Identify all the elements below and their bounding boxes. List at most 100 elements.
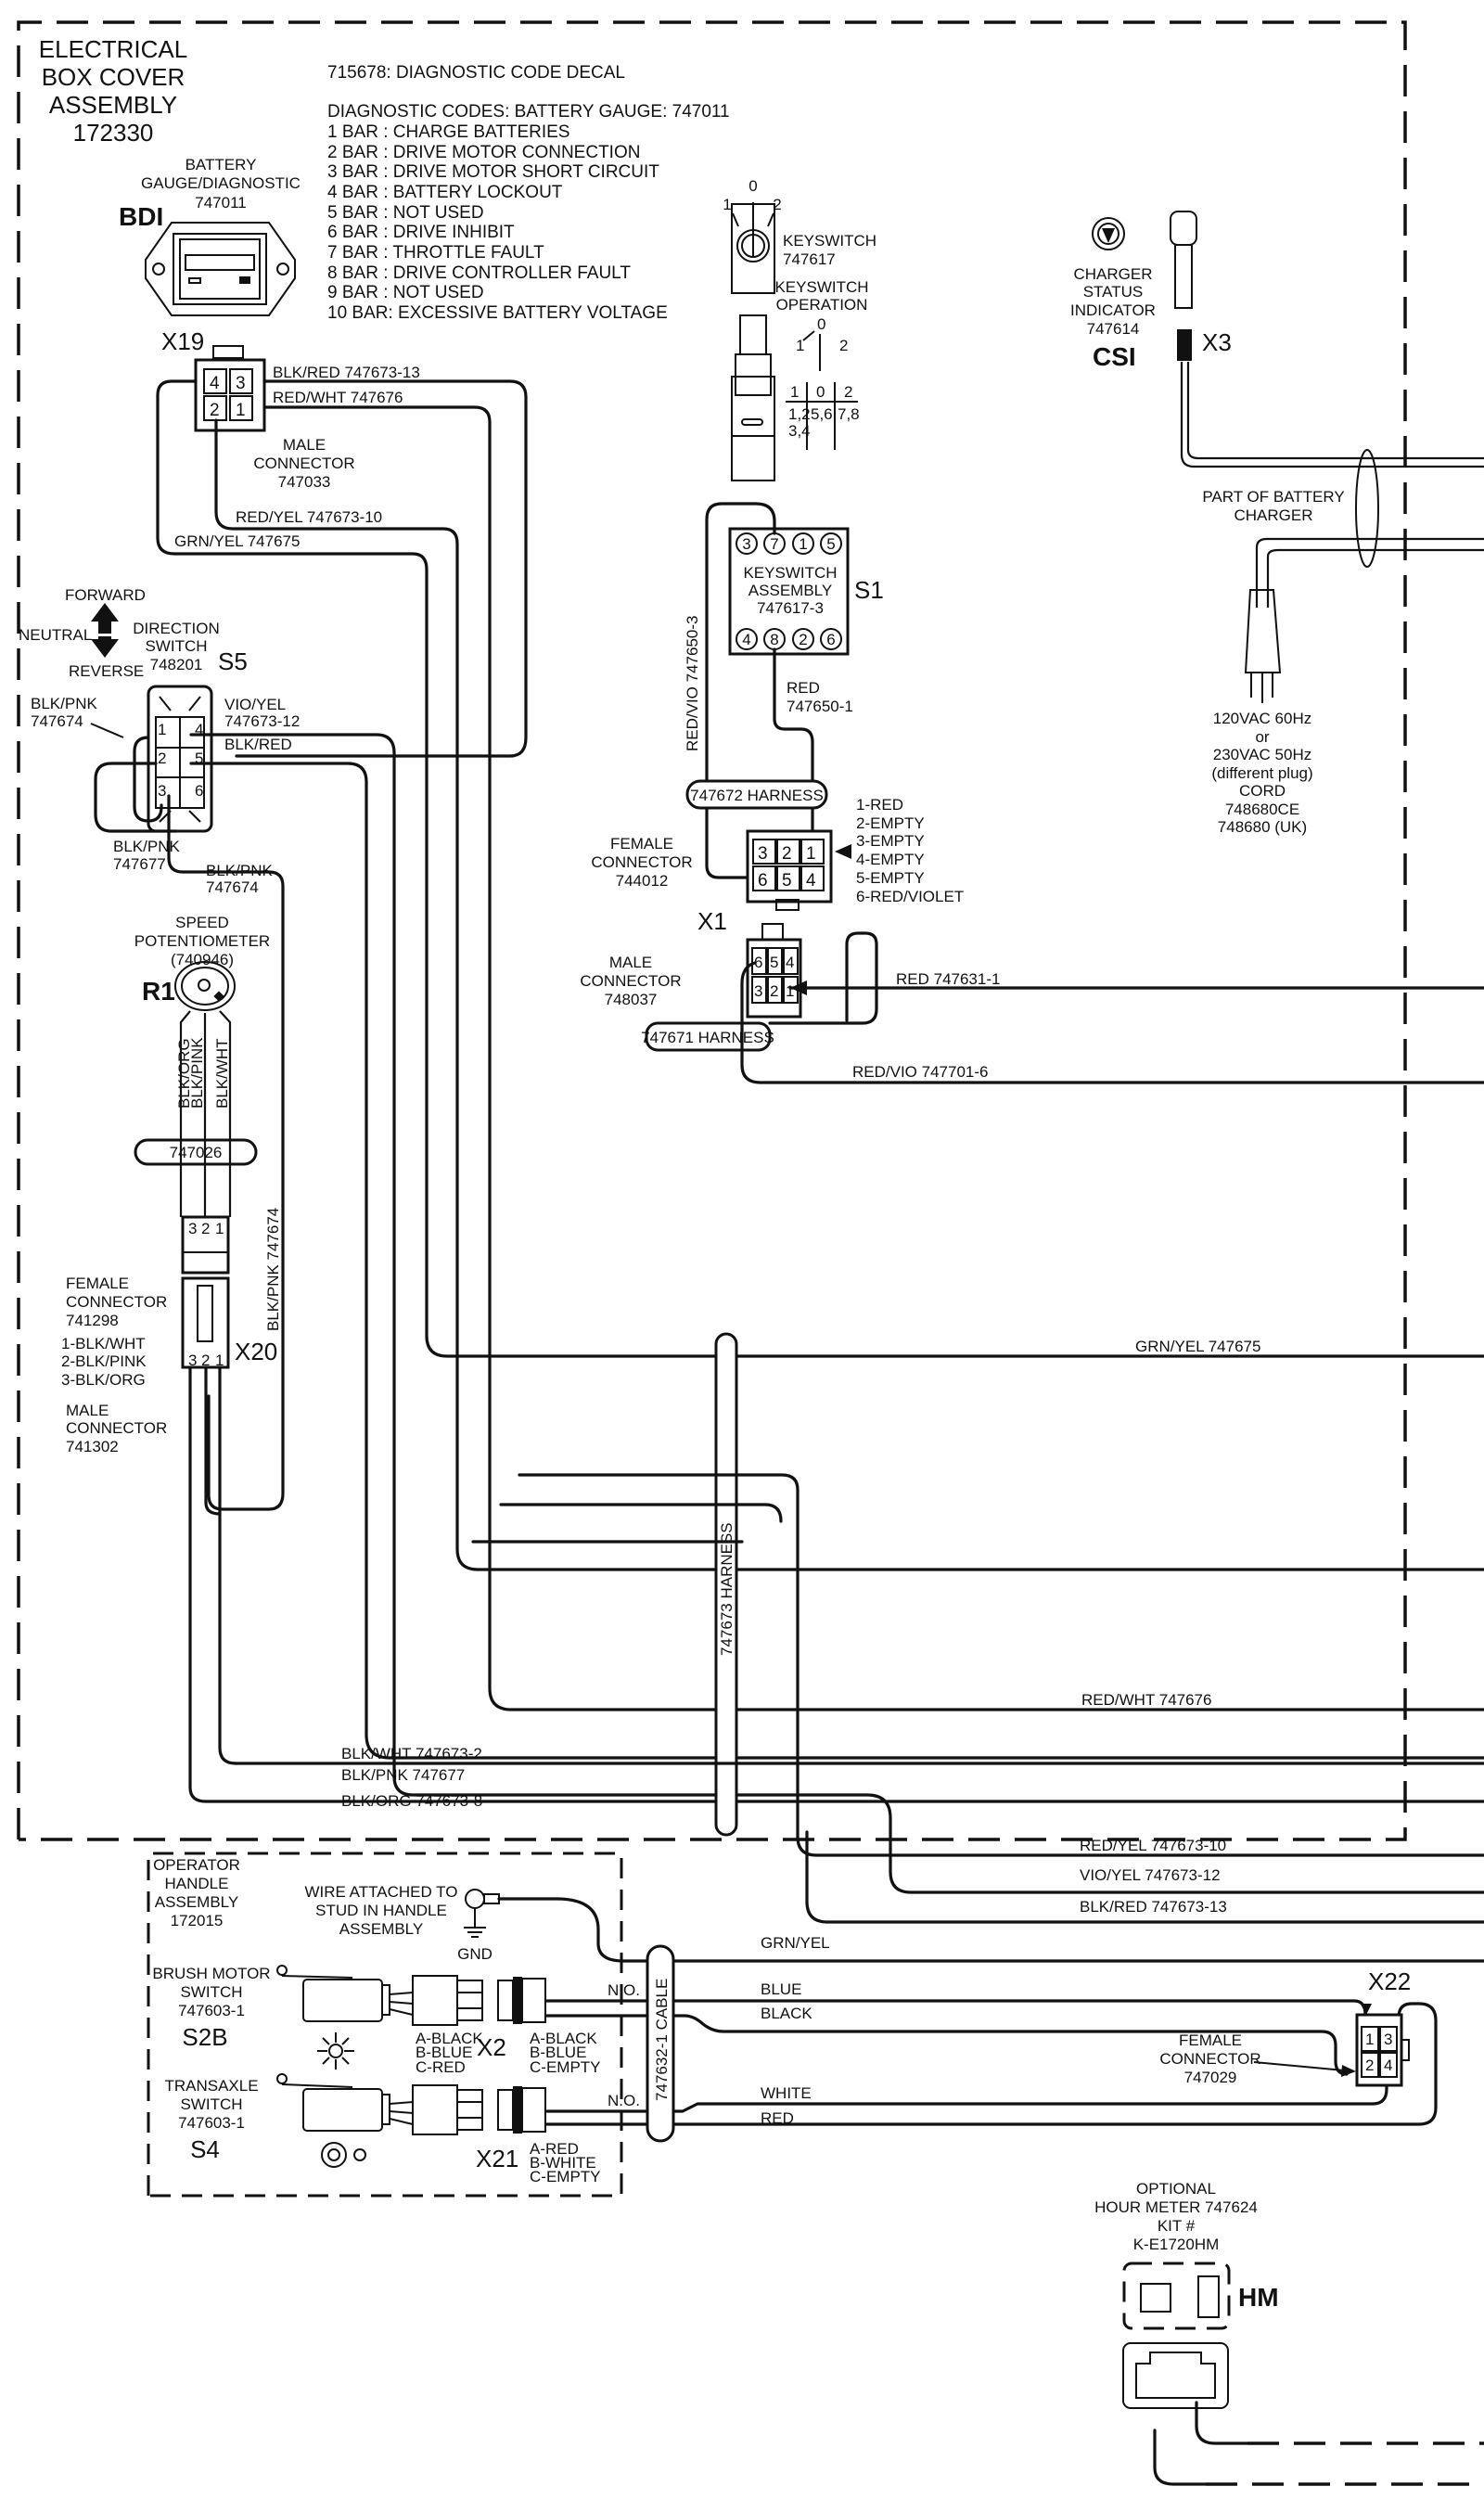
hm-label: HM bbox=[1238, 2283, 1279, 2312]
svg-text:C-EMPTY: C-EMPTY bbox=[530, 2058, 601, 2076]
x1-label: X1 bbox=[697, 907, 727, 935]
svg-text:WIRE ATTACHED TO: WIRE ATTACHED TO bbox=[305, 1883, 458, 1901]
x3-label: X3 bbox=[1202, 328, 1232, 356]
svg-text:HANDLE: HANDLE bbox=[165, 1875, 229, 1892]
pot-sleeve-label: 747026 bbox=[170, 1144, 223, 1161]
svg-text:1: 1 bbox=[215, 1352, 224, 1369]
svg-text:4: 4 bbox=[806, 871, 816, 891]
svg-text:747011: 747011 bbox=[195, 194, 246, 211]
x1-pin-list: 5-EMPTY bbox=[856, 869, 925, 887]
svg-text:3: 3 bbox=[1384, 2031, 1392, 2048]
svg-text:1: 1 bbox=[790, 383, 799, 401]
svg-text:6: 6 bbox=[826, 631, 835, 648]
svg-text:2: 2 bbox=[201, 1352, 210, 1369]
svg-text:4: 4 bbox=[195, 721, 203, 738]
svg-text:741298: 741298 bbox=[66, 1312, 119, 1329]
wire-grn-yel bbox=[156, 379, 1484, 1358]
box-cover-title: ELECTRICAL BOX COVER ASSEMBLY 172330 bbox=[39, 35, 187, 147]
svg-text:2: 2 bbox=[210, 401, 220, 420]
decal-code: 9 BAR : NOT USED bbox=[327, 283, 484, 302]
x2-label: X2 bbox=[477, 2033, 506, 2061]
svg-text:FEMALE: FEMALE bbox=[610, 835, 673, 852]
speed-potentiometer: SPEED POTENTIOMETER (740946) R1 BLK/ORG … bbox=[61, 914, 282, 1455]
gnd-label: GND bbox=[457, 1945, 493, 1963]
wire-label-grn-yel: GRN/YEL 747675 bbox=[174, 532, 300, 550]
harness-747673 bbox=[714, 1332, 738, 1837]
svg-text:748037: 748037 bbox=[605, 991, 658, 1008]
wire-red bbox=[545, 2002, 1438, 2126]
svg-text:ASSEMBLY: ASSEMBLY bbox=[155, 1893, 238, 1911]
svg-text:B-WHITE: B-WHITE bbox=[530, 2154, 596, 2172]
decal-code: 4 BAR : BATTERY LOCKOUT bbox=[327, 183, 563, 202]
svg-text:7,8: 7,8 bbox=[838, 405, 860, 423]
svg-text:MALE: MALE bbox=[66, 1402, 109, 1419]
svg-text:SPEED: SPEED bbox=[175, 914, 229, 931]
svg-text:1-BLK/WHT: 1-BLK/WHT bbox=[61, 1335, 146, 1352]
svg-text:747673-12: 747673-12 bbox=[224, 712, 300, 730]
csi-id: CSI bbox=[1093, 342, 1136, 371]
wire-label-red-yel-10: RED/YEL 747673-10 bbox=[1080, 1837, 1226, 1854]
mount-hole-icon bbox=[152, 263, 165, 276]
forward-arrow-icon bbox=[91, 603, 119, 634]
svg-text:4: 4 bbox=[210, 374, 220, 393]
svg-text:2: 2 bbox=[201, 1220, 210, 1237]
svg-text:SWITCH: SWITCH bbox=[180, 1983, 242, 2001]
svg-text:747617: 747617 bbox=[783, 250, 836, 268]
wire-blk-wht-747673-2 bbox=[218, 1365, 237, 1765]
svg-text:STUD IN HANDLE: STUD IN HANDLE bbox=[315, 1902, 447, 1919]
s4-label: S4 bbox=[190, 2135, 220, 2163]
svg-text:CORD: CORD bbox=[1239, 782, 1286, 800]
svg-text:3-BLK/ORG: 3-BLK/ORG bbox=[61, 1371, 146, 1389]
svg-text:0: 0 bbox=[816, 383, 825, 401]
svg-text:SWITCH: SWITCH bbox=[180, 2095, 242, 2113]
decal-code: 8 BAR : DRIVE CONTROLLER FAULT bbox=[327, 263, 631, 283]
transaxle-switch-icon bbox=[276, 2073, 414, 2132]
svg-text:6: 6 bbox=[758, 871, 768, 891]
svg-text:748680CE: 748680CE bbox=[1225, 801, 1299, 818]
decal-header: DIAGNOSTIC CODES: BATTERY GAUGE: 747011 bbox=[327, 102, 730, 122]
svg-text:4: 4 bbox=[1384, 2057, 1392, 2074]
direction-switch: FORWARD NEUTRAL REVERSE DIRECTION SWITCH… bbox=[19, 586, 300, 896]
reverse-label: REVERSE bbox=[69, 662, 144, 680]
svg-text:VIO/YEL: VIO/YEL bbox=[224, 696, 286, 713]
decal-code: 10 BAR: EXCESSIVE BATTERY VOLTAGE bbox=[327, 303, 668, 323]
svg-text:6: 6 bbox=[754, 954, 762, 971]
svg-text:3,4: 3,4 bbox=[788, 422, 811, 440]
svg-text:TRANSAXLE: TRANSAXLE bbox=[164, 2077, 258, 2095]
svg-text:GAUGE/DIAGNOSTIC: GAUGE/DIAGNOSTIC bbox=[141, 174, 301, 192]
decal-code: 2 BAR : DRIVE MOTOR CONNECTION bbox=[327, 143, 640, 162]
x2-connector bbox=[412, 1975, 546, 2026]
svg-text:OPERATOR: OPERATOR bbox=[153, 1856, 240, 1874]
x1-male-connector: MALE CONNECTOR 748037 6 5 4 3 2 1 bbox=[580, 923, 802, 1019]
harness-747672-label: 747672 HARNESS bbox=[690, 787, 824, 804]
svg-text:CHARGER: CHARGER bbox=[1234, 506, 1312, 524]
x22-label: X22 bbox=[1368, 1967, 1411, 1995]
battery-gauge: BATTERY GAUGE/DIAGNOSTIC 747011 BDI bbox=[119, 156, 301, 316]
svg-text:ASSEMBLY: ASSEMBLY bbox=[748, 582, 832, 599]
svg-text:0: 0 bbox=[817, 315, 825, 333]
wire-vio-yel-to-right bbox=[499, 1503, 783, 1523]
harness-747673-label: 747673 HARNESS bbox=[718, 1522, 736, 1656]
svg-text:C-RED: C-RED bbox=[416, 2058, 466, 2076]
x1-female-connector: FEMALE CONNECTOR 744012 3 2 1 6 5 4 1-RE… bbox=[591, 796, 964, 935]
svg-text:747674: 747674 bbox=[206, 878, 259, 896]
wire-label-red-yel: RED/YEL 747673-10 bbox=[236, 508, 382, 526]
svg-text:2: 2 bbox=[782, 844, 792, 864]
wire-label-blk-org: BLK/ORG 747673-8 bbox=[341, 1792, 482, 1810]
svg-text:BLK/PNK: BLK/PNK bbox=[113, 838, 180, 855]
wire-label-red-wht-747676: RED/WHT 747676 bbox=[1081, 1691, 1211, 1709]
keyswitch-assembly: 3 7 1 5 4 8 2 6 KEYSWITCH ASSEMBLY 74761… bbox=[684, 527, 884, 751]
charger-status-indicator: CHARGER STATUS INDICATOR 747614 CSI X3 bbox=[1070, 211, 1484, 468]
s5-label: S5 bbox=[218, 647, 248, 675]
svg-text:3: 3 bbox=[758, 844, 768, 864]
svg-text:2: 2 bbox=[158, 750, 166, 767]
svg-text:1: 1 bbox=[215, 1220, 224, 1237]
svg-text:CONNECTOR: CONNECTOR bbox=[253, 455, 354, 472]
wire-red-yel-to-right bbox=[518, 1473, 1484, 1857]
wire-label-red-vio-3: RED/VIO 747650-3 bbox=[684, 616, 701, 751]
svg-text:747677: 747677 bbox=[113, 855, 166, 873]
svg-text:5: 5 bbox=[782, 871, 792, 891]
svg-text:FEMALE: FEMALE bbox=[66, 1275, 129, 1292]
svg-text:4: 4 bbox=[742, 631, 750, 648]
